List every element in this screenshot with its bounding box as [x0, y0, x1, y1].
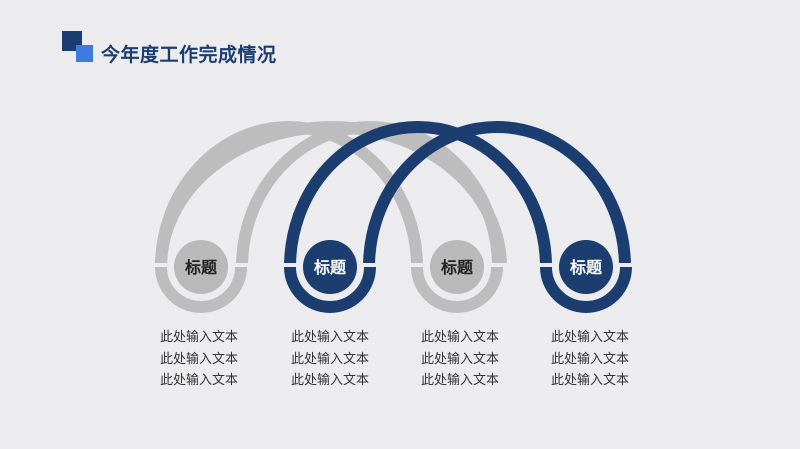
node-2-circle [303, 240, 357, 294]
description-1-line-1: 此处输入文本 [159, 330, 238, 345]
node-1-label: 标题 [184, 258, 218, 277]
description-1-line-3: 此处输入文本 [159, 373, 238, 388]
node-3-label: 标题 [440, 258, 474, 277]
description-1: 此处输入文本 此处输入文本 此处输入文本 [144, 327, 254, 392]
description-2-line-2: 此处输入文本 [290, 351, 369, 367]
navy-arc-b [363, 121, 631, 268]
description-4: 此处输入文本 此处输入文本 此处输入文本 [535, 327, 645, 392]
node-4-circle [559, 240, 613, 294]
description-4-line-2: 此处输入文本 [550, 351, 629, 367]
description-3-line-1: 此处输入文本 [420, 330, 499, 345]
node-4-label: 标题 [569, 258, 603, 277]
description-3-line-3: 此处输入文本 [420, 373, 499, 388]
navy-hook-4 [540, 266, 632, 313]
node-3-circle [430, 240, 484, 294]
description-2: 此处输入文本 此处输入文本 此处输入文本 [275, 327, 385, 392]
description-4-line-1: 此处输入文本 [550, 330, 629, 345]
navy-arc-a [284, 121, 552, 268]
description-3: 此处输入文本 此处输入文本 此处输入文本 [405, 327, 515, 392]
node-1-circle [174, 240, 228, 294]
gray-arc-a [155, 121, 423, 268]
description-3-line-2: 此处输入文本 [420, 351, 499, 367]
gray-arc-b [236, 121, 504, 268]
description-4-line-3: 此处输入文本 [550, 373, 629, 388]
node-2-label: 标题 [313, 258, 347, 277]
description-2-line-3: 此处输入文本 [290, 373, 369, 388]
navy-hook-2 [284, 266, 376, 313]
description-2-line-1: 此处输入文本 [290, 330, 369, 345]
page-title: 今年度工作完成情况 [101, 44, 277, 66]
gray-hook-3 [411, 266, 503, 313]
title-decoration-blue-square [76, 45, 93, 62]
gray-hook-1 [155, 266, 247, 313]
description-1-line-2: 此处输入文本 [159, 351, 238, 367]
